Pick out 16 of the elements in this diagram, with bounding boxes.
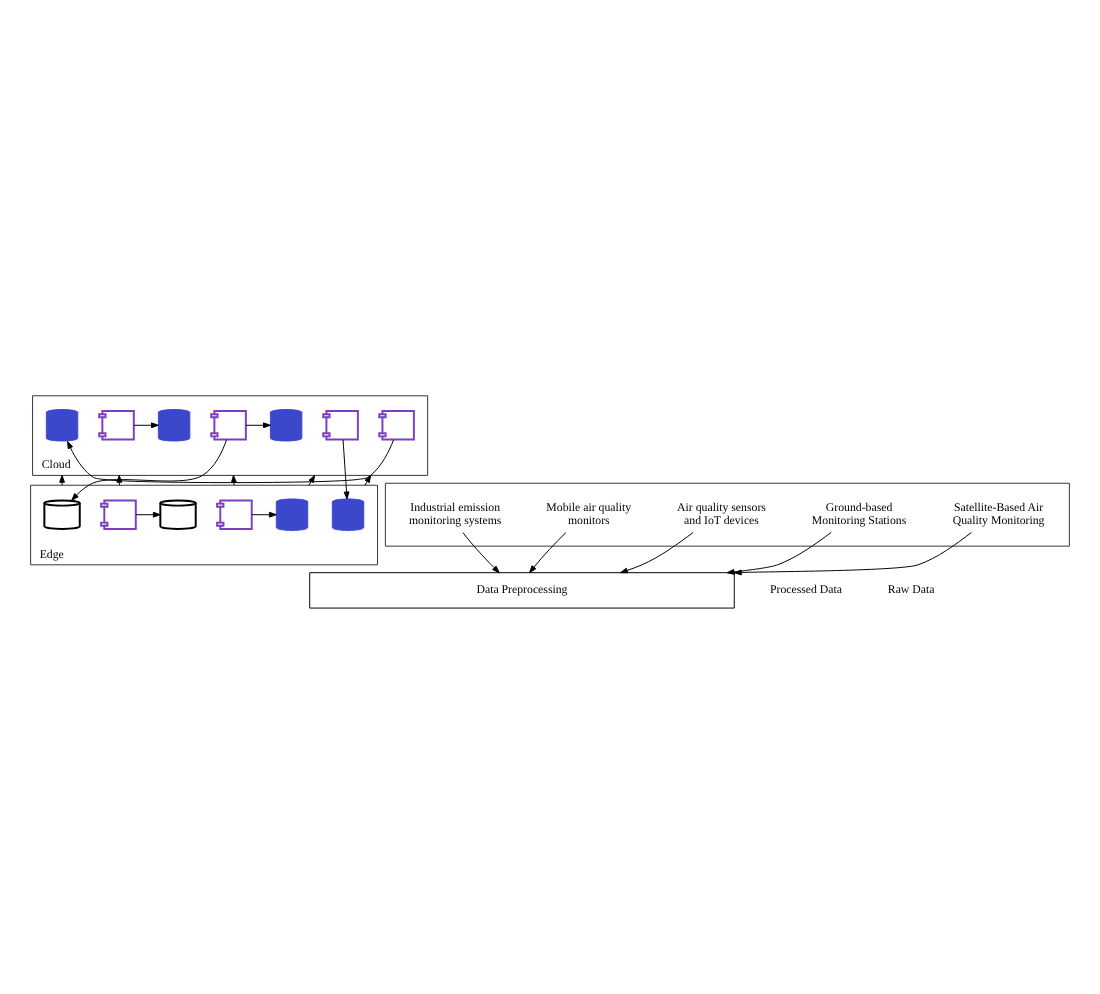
arrow	[71, 438, 228, 500]
arrow	[733, 530, 972, 575]
arrow	[620, 531, 694, 573]
arrow	[135, 510, 161, 517]
arrow	[251, 510, 277, 517]
arrow	[342, 438, 350, 499]
arrow	[364, 473, 372, 485]
arrow	[726, 530, 832, 574]
arrow	[59, 473, 65, 485]
arrow	[231, 473, 237, 485]
arrow	[308, 473, 316, 485]
cluster	[384, 481, 1070, 546]
arrow	[245, 421, 271, 428]
arrow	[529, 531, 567, 573]
arrow	[462, 531, 500, 573]
arrow	[133, 421, 159, 428]
